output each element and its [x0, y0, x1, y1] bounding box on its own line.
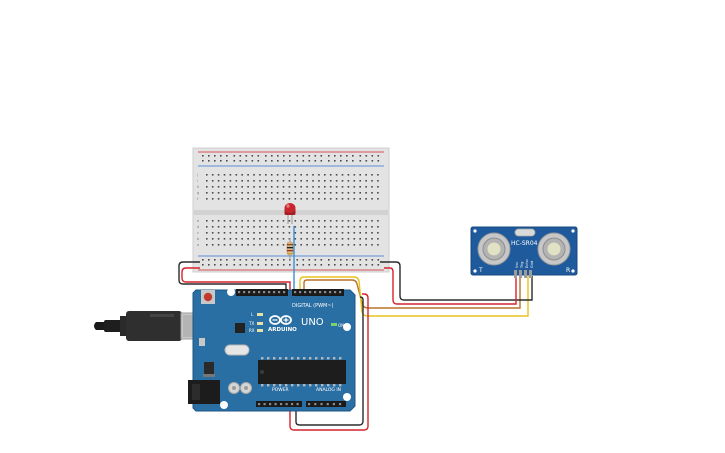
- arduino-brand: ARDUINO: [268, 327, 297, 333]
- sensor-pin-trig[interactable]: [519, 270, 522, 278]
- wire-black[interactable]: [295, 296, 364, 426]
- breadboard-row-label: f: [197, 197, 199, 201]
- pin-label-gnd: Gnd: [530, 261, 534, 268]
- power-header[interactable]: [256, 401, 302, 407]
- pin-label-echo: Echo: [525, 259, 529, 268]
- arduino-logo-icon: [269, 315, 292, 325]
- sensor-pin-vcc[interactable]: [514, 270, 517, 278]
- voltage-regulator: [204, 362, 214, 374]
- wire-red[interactable]: [289, 293, 369, 431]
- breadboard-row-label: i: [197, 179, 198, 183]
- pin-label-trig: Trig: [520, 262, 524, 269]
- power-label: POWER: [272, 387, 289, 393]
- sensor-t-label: T: [478, 267, 483, 274]
- transmitter-icon: [477, 232, 511, 266]
- mounting-hole: [227, 288, 235, 296]
- led-label-l: L: [251, 312, 254, 317]
- wire-red[interactable]: [181, 267, 291, 292]
- wire-black[interactable]: [178, 261, 287, 292]
- wire-yellow[interactable]: [299, 276, 529, 317]
- power-led: [331, 323, 337, 326]
- wires: [178, 226, 533, 431]
- sensor-crystal: [514, 228, 536, 237]
- wire-black[interactable]: [380, 261, 533, 301]
- crystal-oscillator: [224, 344, 250, 356]
- top-rail-holes: [202, 155, 380, 162]
- hc-sr04-sensor[interactable]: HC-SR04 T R Vcc Trig Echo Gnd: [470, 226, 578, 278]
- analog-label: ANALOG IN: [316, 387, 341, 393]
- arduino-model: UNO: [301, 317, 324, 328]
- wire-orange[interactable]: [303, 276, 521, 309]
- led-icon[interactable]: [284, 203, 296, 224]
- mounting-hole: [220, 401, 228, 409]
- breadboard-row-label: h: [197, 185, 199, 189]
- breadboard-row-label: j: [196, 173, 198, 177]
- analog-header[interactable]: [306, 401, 346, 407]
- mounting-hole: [343, 393, 351, 401]
- sensor-model: HC-SR04: [511, 240, 538, 247]
- sensor-pin-echo[interactable]: [524, 270, 527, 278]
- breadboard-row-label: b: [197, 237, 200, 241]
- digital-label: DIGITAL (PWM~): [292, 303, 334, 309]
- icsp-header: [199, 338, 205, 346]
- sensor-pin-gnd[interactable]: [529, 270, 532, 278]
- mounting-hole: [343, 323, 351, 331]
- wire-red[interactable]: [384, 267, 517, 305]
- digital-header[interactable]: [292, 289, 344, 296]
- digital-header[interactable]: [236, 289, 288, 296]
- atmega-chip: [258, 357, 346, 387]
- dc-jack-icon[interactable]: [188, 380, 220, 404]
- status-leds: L TX RX: [248, 312, 263, 333]
- breadboard-row-label: g: [197, 191, 199, 195]
- receiver-icon: [537, 232, 571, 266]
- breadboard-row-label: c: [197, 231, 199, 235]
- arduino-uno-board[interactable]: DIGITAL (PWM~) L TX RX ARDUINO UNO ON: [188, 288, 356, 412]
- breadboard-row-label: d: [197, 225, 199, 229]
- header-pins: [258, 403, 342, 406]
- pin-label-vcc: Vcc: [515, 262, 519, 268]
- reset-button[interactable]: [201, 290, 215, 304]
- resistor-icon[interactable]: [286, 238, 294, 260]
- usb-chip: [235, 323, 245, 333]
- breadboard-row-label: a: [197, 243, 199, 247]
- led-label-rx: RX: [249, 328, 255, 333]
- sensor-r-label: R: [566, 267, 570, 274]
- on-label: ON: [338, 323, 344, 328]
- breadboard-row-label: e: [197, 219, 199, 223]
- digital-pins: [238, 291, 342, 294]
- led-label-tx: TX: [248, 321, 254, 326]
